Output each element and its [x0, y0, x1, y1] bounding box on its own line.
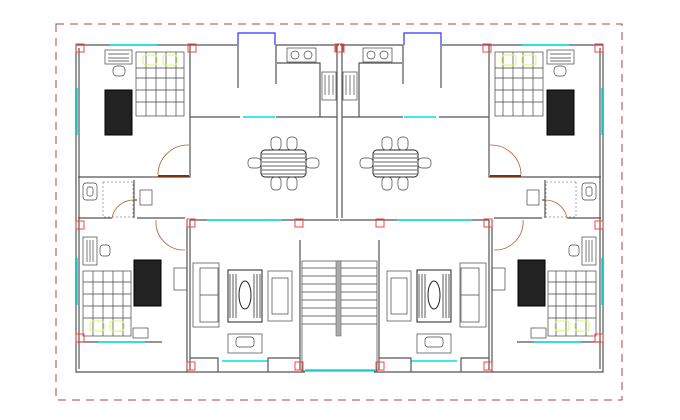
- right-unit: [335, 32, 604, 373]
- staircase: [301, 260, 378, 372]
- site-boundary: [55, 23, 623, 401]
- left-unit: [75, 32, 344, 373]
